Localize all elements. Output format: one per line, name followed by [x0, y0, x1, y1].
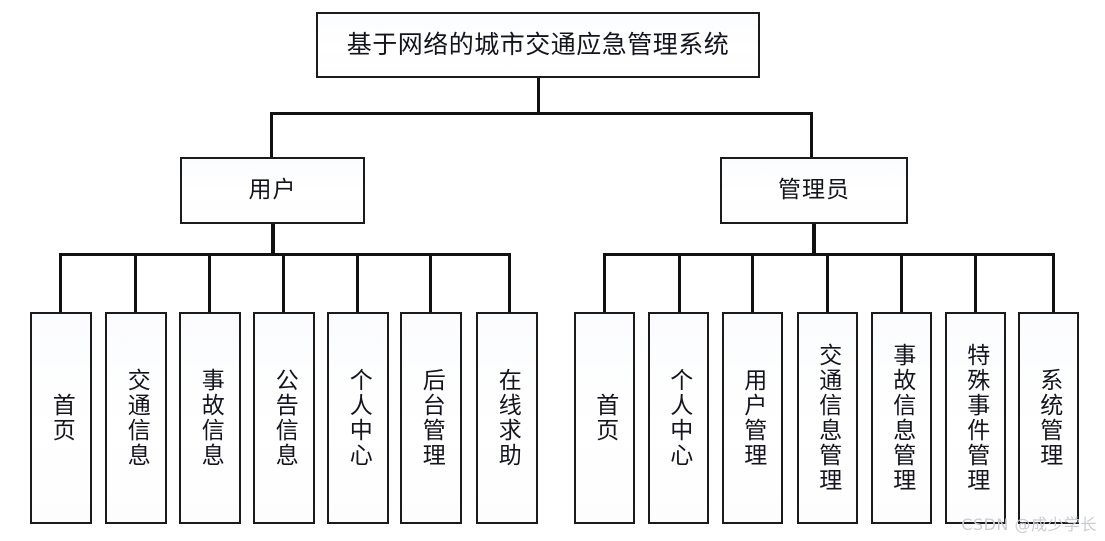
node-user-home-label: 首页: [48, 393, 75, 443]
node-admin-accident-info-management[interactable]: 事故信息管理: [871, 312, 932, 524]
node-user-personal-center-label: 个人中心: [345, 368, 372, 468]
node-admin-personal-center-label: 个人中心: [665, 368, 692, 468]
node-admin-special-event-management-label: 特殊事件管理: [962, 343, 989, 493]
node-user-traffic-info[interactable]: 交通信息: [105, 312, 167, 524]
node-user-traffic-info-label: 交通信息: [123, 368, 150, 468]
node-branch-user-label: 用户: [248, 177, 297, 204]
connector-admin-drop-1: [603, 253, 606, 312]
node-admin-accident-info-management-label: 事故信息管理: [888, 343, 915, 493]
node-admin-user-management[interactable]: 用户管理: [722, 312, 783, 524]
node-user-announcement-info-label: 公告信息: [271, 368, 298, 468]
node-branch-user[interactable]: 用户: [180, 157, 365, 224]
node-admin-special-event-management[interactable]: 特殊事件管理: [945, 312, 1006, 524]
connector-root-stem: [537, 78, 540, 114]
connector-admin-stem: [812, 224, 816, 256]
node-user-announcement-info[interactable]: 公告信息: [253, 312, 315, 524]
connector-user-drop-5: [356, 253, 359, 312]
node-user-backend-management-label: 后台管理: [418, 368, 445, 468]
node-admin-personal-center[interactable]: 个人中心: [648, 312, 709, 524]
connector-admin-drop-6: [974, 253, 977, 312]
connector-user-drop-3: [208, 253, 211, 312]
node-branch-admin-label: 管理员: [778, 177, 850, 204]
node-admin-traffic-info-management-label: 交通信息管理: [814, 343, 841, 493]
node-admin-traffic-info-management[interactable]: 交通信息管理: [797, 312, 858, 524]
connector-user-drop-4: [282, 253, 285, 312]
connector-root-to-admin: [810, 112, 813, 158]
connector-admin-drop-3: [751, 253, 754, 312]
node-user-accident-info-label: 事故信息: [197, 368, 224, 468]
connector-user-drop-7: [508, 253, 511, 312]
node-user-backend-management[interactable]: 后台管理: [400, 312, 462, 524]
connector-user-stem: [271, 224, 275, 256]
connector-user-drop-2: [134, 253, 137, 312]
node-user-accident-info[interactable]: 事故信息: [179, 312, 241, 524]
connector-admin-drop-2: [678, 253, 681, 312]
node-user-home[interactable]: 首页: [30, 312, 92, 524]
connector-user-bus: [59, 253, 511, 256]
node-root-system[interactable]: 基于网络的城市交通应急管理系统: [316, 12, 760, 78]
node-root-label: 基于网络的城市交通应急管理系统: [346, 29, 730, 59]
connector-admin-drop-4: [826, 253, 829, 312]
connector-user-drop-1: [59, 253, 62, 312]
node-admin-system-management-label: 系统管理: [1035, 368, 1062, 468]
node-admin-system-management[interactable]: 系统管理: [1018, 312, 1079, 524]
node-admin-home-label: 首页: [591, 393, 618, 443]
connector-root-bus: [270, 112, 813, 115]
node-branch-admin[interactable]: 管理员: [720, 157, 908, 224]
node-admin-user-management-label: 用户管理: [739, 368, 766, 468]
node-admin-home[interactable]: 首页: [574, 312, 635, 524]
node-user-online-help-label: 在线求助: [494, 368, 521, 468]
node-user-online-help[interactable]: 在线求助: [476, 312, 538, 524]
connector-root-to-user: [270, 112, 273, 158]
connector-admin-drop-7: [1052, 253, 1055, 312]
connector-admin-bus: [603, 253, 1055, 256]
connector-admin-drop-5: [900, 253, 903, 312]
node-user-personal-center[interactable]: 个人中心: [327, 312, 389, 524]
connector-user-drop-6: [429, 253, 432, 312]
watermark-text: CSDN @成少学长: [961, 515, 1097, 534]
